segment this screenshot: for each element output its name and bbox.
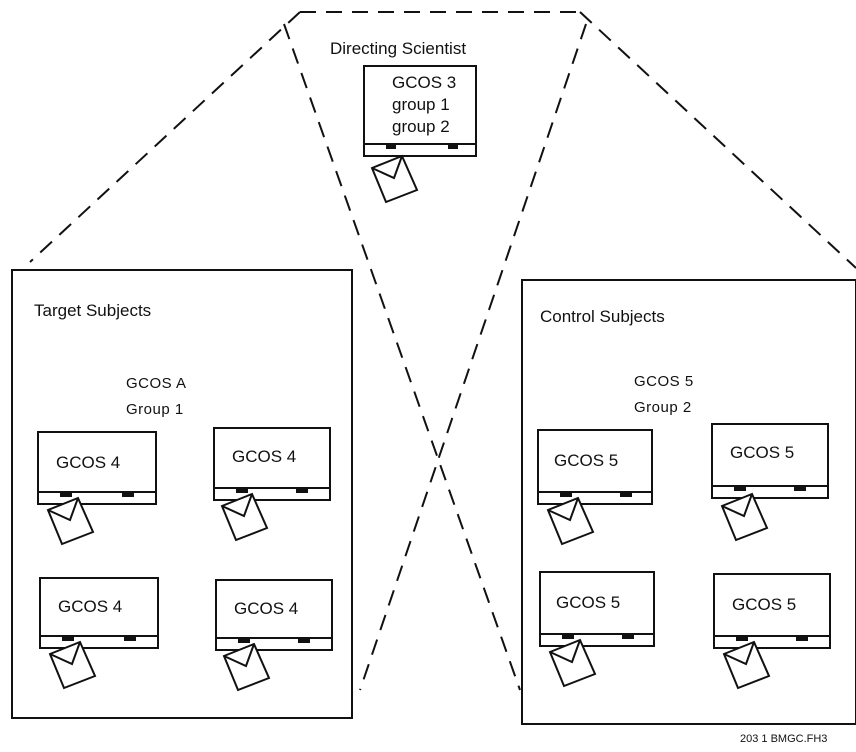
target-terminal-4: GCOS 4 bbox=[215, 579, 333, 691]
envelope-icon bbox=[371, 155, 418, 203]
control-terminal-1: GCOS 5 bbox=[537, 429, 653, 545]
terminal-label: GCOS 5 bbox=[732, 595, 796, 614]
control-group-line: GCOS 5 bbox=[634, 373, 694, 390]
terminal-label: GCOS 5 bbox=[554, 451, 618, 470]
screen-line: group 1 bbox=[392, 95, 450, 114]
terminal-label: GCOS 4 bbox=[58, 597, 122, 616]
control-terminal-4: GCOS 5 bbox=[713, 573, 831, 689]
target-label: Target Subjects bbox=[34, 301, 151, 320]
connection-lines bbox=[29, 11, 856, 691]
terminal-label: GCOS 4 bbox=[56, 453, 120, 472]
terminal-label: GCOS 4 bbox=[234, 599, 298, 618]
target-terminal-2: GCOS 4 bbox=[213, 427, 331, 541]
terminal-label: GCOS 5 bbox=[556, 593, 620, 612]
target-subjects-group: Target Subjects GCOS A Group 1 GCOS 4 GC… bbox=[11, 269, 353, 719]
terminal-label: GCOS 5 bbox=[730, 443, 794, 462]
control-label: Control Subjects bbox=[540, 307, 665, 326]
screen-line: group 2 bbox=[392, 117, 450, 136]
control-terminal-3: GCOS 5 bbox=[539, 571, 655, 687]
terminal-base bbox=[363, 143, 477, 157]
control-group-line: Group 2 bbox=[634, 399, 692, 416]
screen-line: GCOS 3 bbox=[392, 73, 456, 92]
target-terminal-1: GCOS 4 bbox=[37, 431, 157, 545]
target-box bbox=[11, 269, 353, 719]
directing-terminal: GCOS 3 group 1 group 2 bbox=[363, 65, 477, 203]
target-group-line: GCOS A bbox=[126, 375, 187, 392]
control-box bbox=[521, 279, 856, 725]
directing-scientist-label: Directing Scientist bbox=[330, 39, 466, 58]
target-group-line: Group 1 bbox=[126, 401, 184, 418]
envelope-icon bbox=[721, 493, 768, 541]
target-terminal-3: GCOS 4 bbox=[39, 577, 159, 689]
control-terminal-2: GCOS 5 bbox=[711, 423, 829, 541]
control-subjects-group: Control Subjects GCOS 5 Group 2 GCOS 5 G… bbox=[521, 279, 856, 725]
directing-scientist-node: Directing Scientist GCOS 3 group 1 group… bbox=[330, 39, 477, 203]
terminal-screen bbox=[363, 65, 477, 145]
footer-code: 203 1 BMGC.FH3 bbox=[740, 733, 827, 745]
terminal-label: GCOS 4 bbox=[232, 447, 296, 466]
